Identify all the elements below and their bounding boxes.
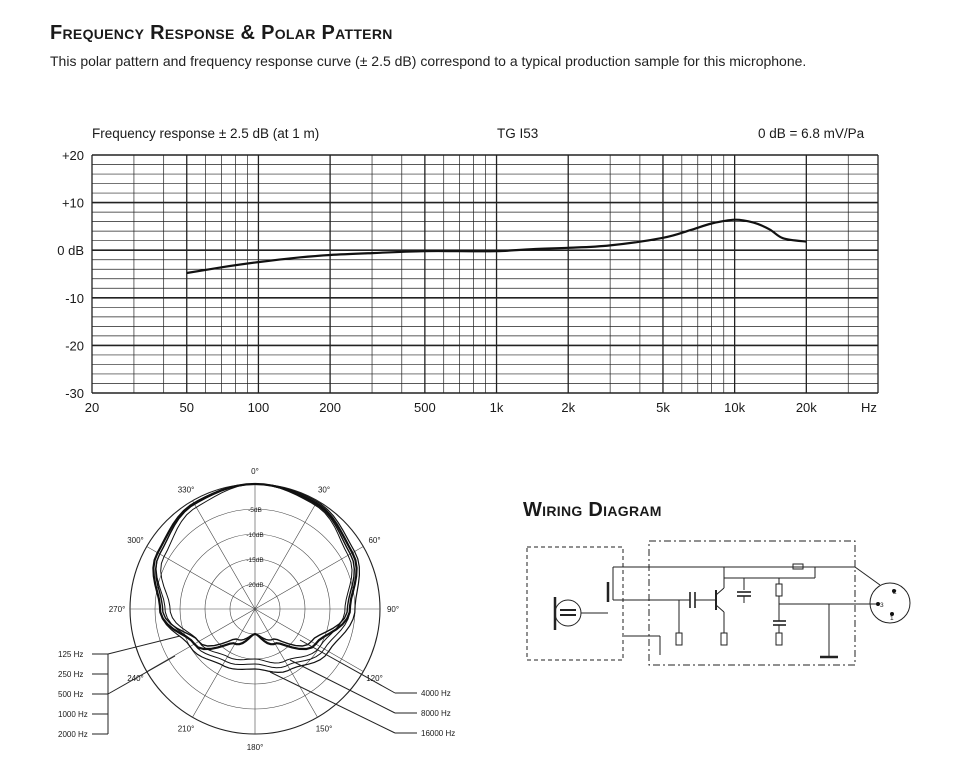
polar-legend-pointer: [107, 655, 176, 695]
polar-legend-right-label: 4000 Hz: [421, 689, 451, 698]
fr-x-tick-label: 5k: [656, 400, 670, 415]
polar-angle-label: 240°: [127, 674, 144, 683]
fr-x-tick-label: 100: [248, 400, 270, 415]
polar-legend-right-label: 8000 Hz: [421, 709, 451, 718]
polar-curve: [154, 483, 356, 647]
polar-ring: [154, 508, 356, 710]
fr-y-axis: +20 +10 0 dB -10 -20 -30: [57, 148, 84, 401]
polar-angle-label: 60°: [368, 536, 380, 545]
xlr-pin-1: 1: [890, 615, 894, 622]
polar-ring-label: -20dB: [246, 582, 263, 589]
polar-legend-left-label: 500 Hz: [58, 690, 83, 699]
polar-legend-pointer: [299, 639, 396, 694]
fr-y-tick-label: -30: [65, 386, 84, 401]
fr-x-tick-label: 50: [180, 400, 194, 415]
fr-label-left: Frequency response ± 2.5 dB (at 1 m): [92, 126, 319, 141]
fr-x-tick-label: 2k: [561, 400, 575, 415]
polar-ring: [229, 583, 281, 635]
polar-curve: [152, 482, 358, 651]
polar-angle-label: 270°: [109, 605, 126, 614]
xlr-connector-icon: [869, 582, 911, 624]
fr-y-tick-label: -20: [65, 338, 84, 353]
fr-y-tick-label: -10: [65, 291, 84, 306]
polar-legend-pointer: [289, 659, 396, 714]
polar-angle-label: 90°: [387, 605, 399, 614]
polar-ring-label: -5dB: [248, 507, 262, 514]
polar-legend-pointer: [107, 635, 181, 655]
capsule-icon: [554, 599, 582, 627]
wiring-title: Wiring Diagram: [523, 499, 662, 521]
frequency-response-chart: Frequency response ± 2.5 dB (at 1 m) TG …: [57, 126, 879, 415]
polar-spoke: [254, 608, 318, 718]
xlr-pin-3: 3: [880, 602, 884, 609]
polar-legend-left-label: 2000 Hz: [58, 730, 88, 739]
polar-legend-left-label: 250 Hz: [58, 670, 83, 679]
fr-x-tick-label: 200: [319, 400, 341, 415]
fr-label-reference: 0 dB = 6.8 mV/Pa: [758, 126, 865, 141]
capsule-box: [526, 546, 624, 661]
xlr-pin-2: 2: [893, 589, 897, 596]
polar-angle-label: 30°: [318, 485, 330, 494]
polar-legend-left-label: 1000 Hz: [58, 710, 88, 719]
polar-angle-label: 0°: [251, 467, 259, 476]
polar-spoke: [146, 546, 256, 610]
fr-x-tick-label: 500: [414, 400, 436, 415]
polar-legend: 125 Hz 250 Hz 500 Hz 1000 Hz 2000 Hz 4000 Hz 8…: [58, 635, 455, 739]
fr-x-tick-label: 10k: [724, 400, 745, 415]
polar-spoke: [254, 500, 318, 610]
fr-y-tick-label: +20: [62, 148, 84, 163]
polar-spoke: [192, 500, 256, 610]
fr-y-tick-label: +10: [62, 196, 84, 211]
polar-angle-label: 300°: [127, 536, 144, 545]
polar-curves: [152, 482, 361, 674]
fr-x-tick-label: 20: [85, 400, 99, 415]
polar-labels: -5dB -10dB -15dB -20dB 0° 30° 60° 90° 120° 150° 18…: [109, 467, 399, 752]
fr-label-model: TG I53: [497, 126, 538, 141]
polar-ring-label: -10dB: [246, 532, 263, 539]
polar-outer-ring: [129, 483, 381, 735]
polar-legend-left-label: 125 Hz: [58, 650, 83, 659]
polar-angle-label: 150°: [316, 725, 333, 734]
polar-spoke: [192, 608, 256, 718]
fr-grid: [91, 154, 879, 394]
frequency-response-curve: [186, 218, 807, 275]
polar-curve: [160, 483, 353, 664]
fr-x-tick-label: 20k: [796, 400, 817, 415]
page-title: Frequency Response & Polar Pattern: [50, 22, 393, 44]
polar-ring: [204, 558, 306, 660]
fr-x-unit: Hz: [861, 400, 877, 415]
circuit-box: [648, 540, 856, 666]
polar-angle-label: 180°: [247, 743, 264, 752]
polar-spoke: [254, 608, 364, 672]
fr-x-tick-label: 1k: [490, 400, 504, 415]
polar-ring: [179, 533, 331, 685]
polar-grid: [129, 483, 381, 735]
polar-angle-label: 330°: [178, 485, 195, 494]
fr-x-axis: 20 50 100 200 500 1k 2k 5k 10k 20k: [85, 400, 818, 415]
polar-legend-right-label: 16000 Hz: [421, 729, 455, 738]
polar-spoke: [146, 608, 256, 672]
polar-curve: [155, 483, 358, 669]
polar-legend-pointer: [269, 671, 396, 734]
polar-spoke: [254, 546, 364, 610]
fr-y-tick-label: 0 dB: [57, 243, 84, 258]
page-subtitle: This polar pattern and frequency respons…: [50, 53, 807, 69]
polar-ring-label: -15dB: [246, 557, 263, 564]
polar-curve: [152, 483, 361, 674]
polar-angle-label: 210°: [178, 725, 195, 734]
polar-angle-label: 120°: [366, 674, 383, 683]
